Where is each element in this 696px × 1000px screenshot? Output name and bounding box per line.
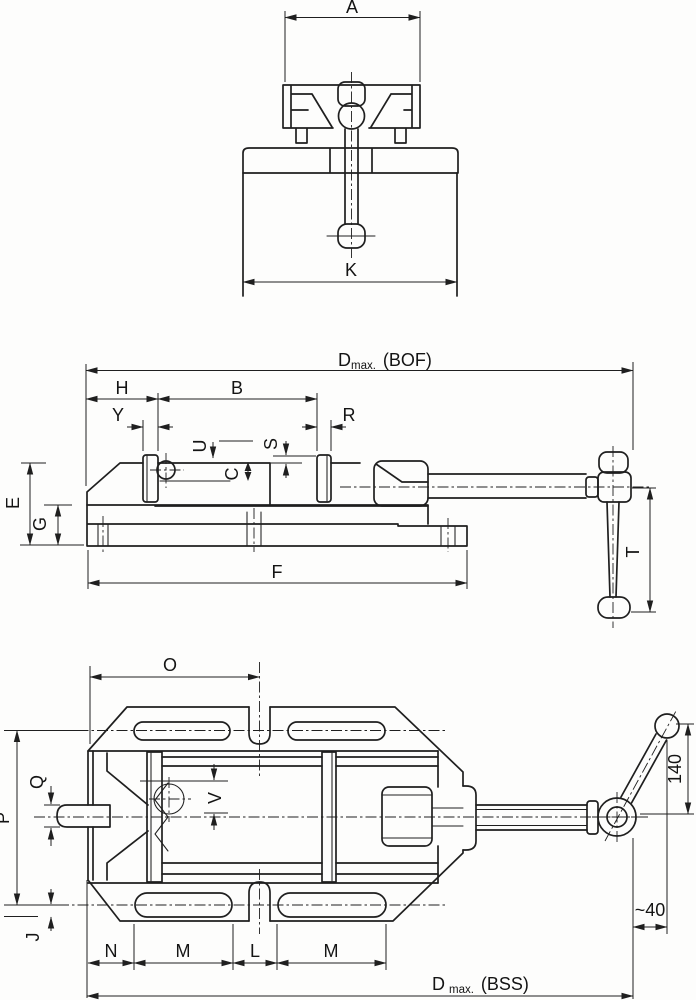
mounting-slot: [133, 721, 231, 741]
dim-s: S: [261, 438, 316, 478]
mounting-slot: [287, 721, 386, 741]
base-side: [86, 504, 468, 547]
dim-j: J: [4, 889, 55, 942]
dim-k: K: [242, 260, 458, 286]
dim-label-q: Q: [27, 775, 47, 789]
dim-label-y: Y: [112, 405, 124, 425]
dim-handle-clearance: ~40: [632, 740, 668, 934]
dim-label-k: K: [345, 260, 357, 280]
dim-g: G: [30, 504, 72, 546]
fixed-jaw-plate-side: [142, 454, 159, 503]
dim-label-v: V: [205, 792, 225, 804]
dim-label-d-sub: max.: [449, 984, 474, 996]
dim-label-handle-radius: 140: [665, 754, 685, 784]
dim-label-m2: M: [324, 941, 339, 961]
dim-dmax-bof: Dmax. (BOF): [85, 350, 634, 486]
dim-u: U: [190, 440, 253, 459]
side-view: Dmax. (BOF) H B Y R U: [3, 350, 656, 628]
base-sides-front: [242, 172, 458, 297]
dim-label-u: U: [190, 440, 210, 453]
dim-label-j: J: [23, 933, 43, 942]
dim-label-l: L: [250, 941, 260, 961]
screw-boss-side: [373, 460, 429, 507]
dim-label-e: E: [3, 497, 23, 509]
dim-label-dmax-bof: Dmax. (BOF): [338, 350, 432, 372]
handle-rod-front: [344, 128, 359, 225]
dim-f: F: [87, 550, 468, 589]
locating-key: [56, 804, 111, 828]
dim-label-d-sub: max.: [351, 360, 376, 372]
dim-label-handle-clearance: ~40: [635, 900, 666, 920]
mounting-slot: [134, 892, 233, 918]
dim-b: B: [157, 378, 318, 451]
handle-ball-plan: [654, 713, 680, 739]
dim-label-h: H: [116, 378, 129, 398]
dim-label-m1: M: [176, 941, 191, 961]
dim-label-a: A: [346, 0, 358, 17]
dim-handle-radius: 140: [640, 723, 694, 815]
dim-o: O: [89, 655, 260, 744]
dim-label-r: R: [343, 405, 356, 425]
dim-e: E: [3, 462, 84, 546]
dim-label-b: B: [231, 378, 243, 398]
side-view-body: [86, 446, 650, 628]
movable-jaw-plate-side: [316, 454, 332, 503]
dim-label-n: N: [105, 941, 118, 961]
handle-rod-plan: [620, 733, 668, 804]
screw-axis-centerline: [340, 446, 650, 628]
dim-t: T: [623, 487, 656, 613]
dim-v: V: [140, 764, 228, 830]
plan-view: O P Q V J: [0, 655, 694, 1000]
screw-end-circle: [337, 102, 366, 130]
dim-label-c: C: [222, 468, 242, 481]
screw-shaft-side: [427, 473, 587, 499]
screw-boss-plan: [381, 786, 433, 847]
dim-c: C: [222, 462, 252, 481]
dim-n-m-l-m: N M L M: [86, 880, 387, 998]
end-view-casting: [242, 72, 459, 297]
dim-label-g: G: [30, 517, 50, 531]
dim-label-d: D: [432, 974, 445, 994]
dim-y: Y: [112, 405, 173, 451]
dim-label-s: S: [261, 438, 281, 450]
dim-p: P: [0, 730, 88, 906]
dim-label-p: P: [0, 812, 13, 824]
base-slab-front: [242, 147, 459, 174]
v-groove: [154, 782, 169, 852]
handle-ball-side: [597, 596, 631, 619]
dim-label-t: T: [623, 547, 643, 558]
rear-notch: [248, 881, 271, 922]
body-outline-plan: [87, 706, 464, 922]
handle-rod-side: [606, 501, 620, 598]
dim-r: R: [302, 405, 356, 451]
screw-collar-plan: [586, 800, 599, 835]
dim-label-d: D: [338, 350, 351, 370]
dim-q: Q: [27, 775, 60, 846]
screw-shaft-plan: [475, 804, 588, 831]
dim-a: A: [284, 0, 421, 82]
plan-view-body: [34, 662, 680, 934]
dim-h: H: [85, 378, 159, 403]
handle-knob-side: [598, 451, 629, 474]
dim-label-f: F: [272, 562, 283, 582]
end-view: A K: [242, 0, 459, 297]
dim-label-bss: (BSS): [481, 974, 529, 994]
dim-label-o: O: [163, 655, 177, 675]
dim-label-bof: (BOF): [383, 350, 432, 370]
